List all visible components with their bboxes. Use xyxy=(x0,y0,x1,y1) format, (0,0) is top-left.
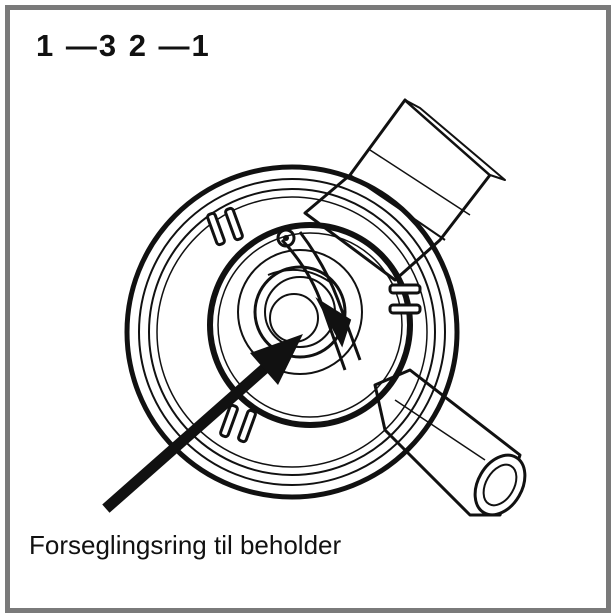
upper-tube xyxy=(303,98,506,282)
latch-top-left xyxy=(206,206,244,247)
container-outer-rings xyxy=(124,164,460,500)
pointer-arrow-icon xyxy=(102,334,303,513)
caption-label: Forseglingsring til beholder xyxy=(29,530,342,560)
latch-right xyxy=(388,283,422,315)
step-code-label: 1 —3 2 —1 xyxy=(36,28,211,63)
seal-ring xyxy=(207,222,413,428)
lower-tube xyxy=(373,368,527,517)
center-hub xyxy=(237,249,363,375)
figure-frame xyxy=(5,5,611,613)
latch-clips xyxy=(206,206,422,444)
intake-duct xyxy=(276,228,362,371)
latch-bottom-left xyxy=(219,403,257,444)
